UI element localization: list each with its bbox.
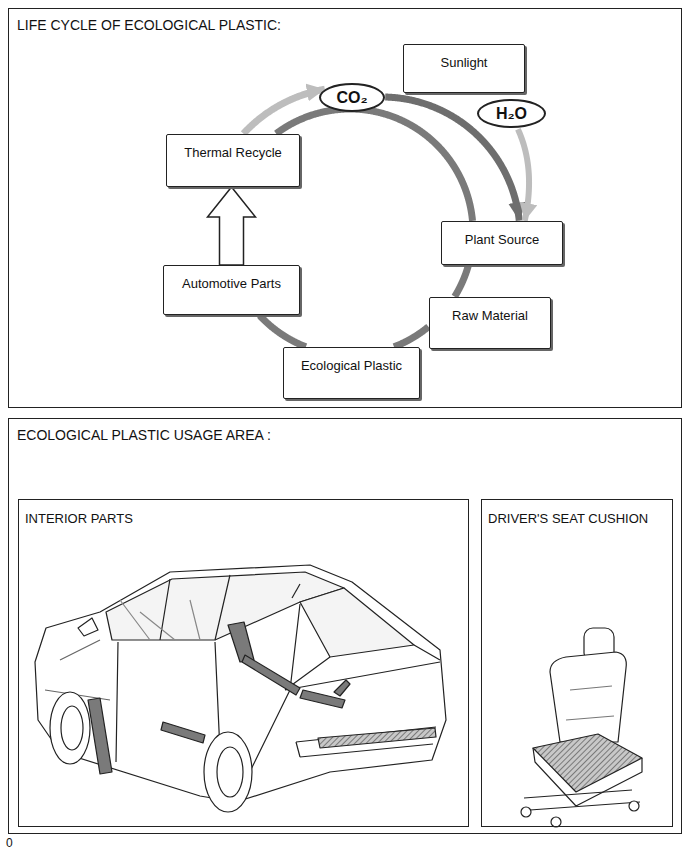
hollow-arrow (208, 187, 256, 265)
node-text: Automotive Parts (182, 276, 281, 292)
node-text: Ecological Plastic (301, 358, 402, 374)
process-box: Ecological Plastic (283, 347, 420, 399)
node-text: ECOLOGICAL PLASTIC USAGE AREA : (9, 419, 271, 444)
process-box: Thermal Recycle (166, 134, 300, 187)
panel: ECOLOGICAL PLASTIC USAGE AREA : INTERIOR … (8, 418, 682, 834)
cycle-ring (260, 315, 306, 346)
node-text: LIFE CYCLE OF ECOLOGICAL PLASTIC: (9, 9, 281, 34)
seat-illustration (521, 628, 642, 827)
car-illustration (35, 565, 446, 812)
page-number: 0 (6, 836, 13, 850)
node-text: INTERIOR PARTS (19, 500, 133, 527)
subpanel: INTERIOR PARTS (18, 499, 469, 827)
node-text: H₂O (496, 104, 527, 123)
process-box: Raw Material (429, 297, 551, 349)
node-text: Raw Material (452, 308, 528, 324)
gas-oval: H₂O (477, 99, 546, 128)
node-text: Plant Source (465, 232, 539, 248)
cycle-ring (455, 265, 469, 296)
process-box: Sunlight (403, 44, 525, 93)
process-box: Automotive Parts (163, 265, 300, 315)
gas-oval: CO₂ (319, 83, 385, 112)
panel: LIFE CYCLE OF ECOLOGICAL PLASTIC: Sunligh… (8, 8, 682, 408)
subpanel: DRIVER'S SEAT CUSHION (481, 499, 673, 827)
cycle-ring (394, 327, 428, 347)
node-text: Sunlight (441, 55, 488, 71)
process-box: Plant Source (441, 221, 563, 265)
flow-arrow (518, 129, 529, 221)
node-text: CO₂ (336, 88, 367, 107)
node-text: Thermal Recycle (184, 145, 282, 161)
node-text: DRIVER'S SEAT CUSHION (482, 500, 648, 527)
cycle-ring (276, 109, 472, 221)
